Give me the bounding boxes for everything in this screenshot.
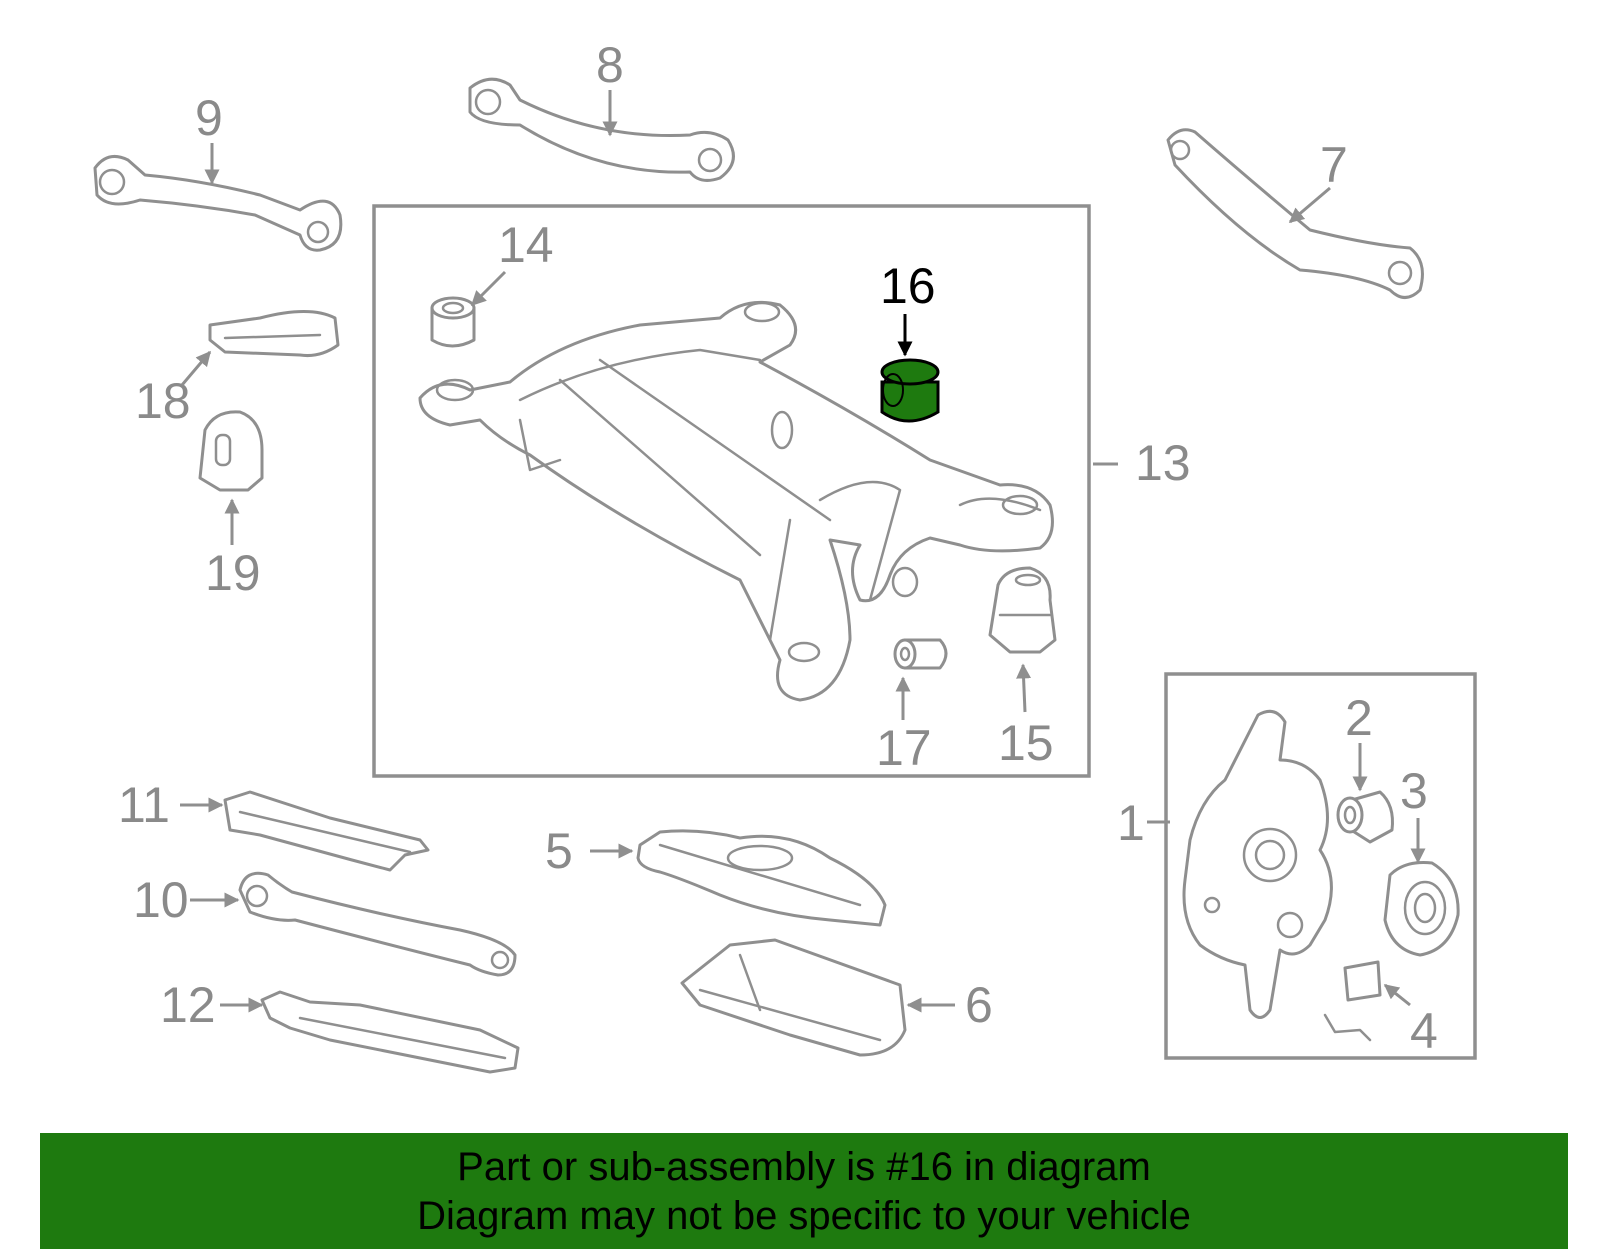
part-4-sensor[interactable]	[1323, 960, 1382, 1042]
callout-7: 7	[1320, 137, 1348, 193]
parts-diagram: 9 8 7 18 19 14	[93, 37, 1477, 1074]
callout-9: 9	[195, 90, 223, 146]
part-2-bushing[interactable]	[1336, 790, 1394, 844]
part-18-bracket[interactable]	[208, 310, 340, 357]
part-19-mount[interactable]	[198, 410, 264, 492]
callout-1: 1	[1117, 795, 1145, 851]
part-10-trailing-arm[interactable]	[238, 871, 517, 977]
part-16-bushing-highlighted[interactable]	[880, 358, 940, 423]
part-3-hub[interactable]	[1383, 861, 1460, 957]
callout-5: 5	[545, 823, 573, 879]
callout-11: 11	[118, 777, 170, 833]
callout-18: 18	[135, 373, 191, 429]
part-1-knuckle[interactable]	[1182, 709, 1333, 1019]
part-6-shield[interactable]	[680, 938, 907, 1057]
footer-line-1: Part or sub-assembly is #16 in diagram	[457, 1145, 1151, 1189]
footer-line-2: Diagram may not be specific to your vehi…	[417, 1194, 1191, 1238]
callout-15: 15	[998, 715, 1054, 771]
part-14-bushing[interactable]	[430, 296, 476, 348]
part-8-control-arm[interactable]	[468, 77, 735, 182]
part-7-control-arm[interactable]	[1166, 128, 1424, 299]
callout-16: 16	[880, 258, 936, 314]
callout-12: 12	[160, 977, 216, 1033]
callout-10: 10	[133, 872, 189, 928]
part-12-shield[interactable]	[260, 990, 520, 1074]
part-15-mount[interactable]	[988, 566, 1057, 654]
callout-4: 4	[1410, 1003, 1438, 1059]
callout-2: 2	[1345, 690, 1373, 746]
callout-19: 19	[205, 545, 261, 601]
subframe-group-box	[372, 204, 1091, 778]
part-9-control-arm[interactable]	[93, 154, 343, 252]
part-17-bushing[interactable]	[893, 638, 948, 670]
part-5-lower-control-arm[interactable]	[636, 829, 887, 927]
callout-8: 8	[596, 37, 624, 93]
callout-14: 14	[498, 217, 554, 273]
knuckle-group-box	[1164, 672, 1477, 1060]
footer-banner: Part or sub-assembly is #16 in diagram D…	[40, 1133, 1568, 1249]
callout-6: 6	[965, 977, 993, 1033]
part-13-subframe[interactable]	[418, 300, 1054, 702]
part-11-bracket[interactable]	[223, 790, 430, 872]
callout-13: 13	[1135, 435, 1191, 491]
callout-17: 17	[876, 720, 932, 776]
callout-3: 3	[1400, 763, 1428, 819]
